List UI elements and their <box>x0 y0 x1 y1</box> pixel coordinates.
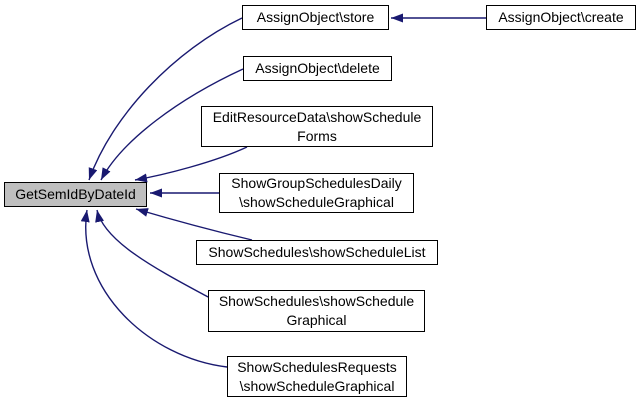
node-label: ShowSchedules\showSchedule <box>218 293 415 309</box>
node-label: GetSemIdByDateId <box>15 186 136 202</box>
edge-showschedulesrequests-to-getsemid <box>80 209 228 368</box>
node-label: ShowSchedules\showScheduleList <box>208 244 426 260</box>
node-label: AssignObject\create <box>498 9 624 25</box>
node-assignobject-store[interactable]: AssignObject\store <box>242 5 389 30</box>
edge-showschedulelist-to-getsemid <box>135 208 253 241</box>
node-showgroupschedulesdaily-showschedulegraphical[interactable]: ShowGroupSchedulesDaily \showScheduleGra… <box>219 173 414 213</box>
node-label: EditResourceData\showSchedule <box>212 108 422 125</box>
node-label: AssignObject\store <box>256 9 375 25</box>
node-showschedules-showschedulegraphical[interactable]: ShowSchedules\showSchedule Graphical <box>208 290 425 332</box>
node-label: \showScheduleGraphical <box>239 377 395 394</box>
node-label: Graphical <box>286 312 347 328</box>
node-label: ShowGroupSchedulesDaily <box>231 175 402 191</box>
node-label: Forms <box>297 127 337 144</box>
node-showschedulesrequests-showschedulegraphical[interactable]: ShowSchedulesRequests \showScheduleGraph… <box>227 356 407 397</box>
edge-showschedulegraphical-to-getsemid <box>95 209 209 298</box>
edge-store-to-getsemid <box>88 17 243 181</box>
node-assignobject-create[interactable]: AssignObject\create <box>486 5 636 30</box>
node-label: AssignObject\delete <box>255 60 380 76</box>
node-getsemidbydateid: GetSemIdByDateId <box>4 182 147 207</box>
node-label: \showScheduleGraphical <box>239 194 394 210</box>
node-showschedules-showschedulelist[interactable]: ShowSchedules\showScheduleList <box>196 240 438 265</box>
node-label: ShowSchedulesRequests <box>237 358 397 375</box>
node-assignobject-delete[interactable]: AssignObject\delete <box>243 56 392 81</box>
node-editresourcedata-showscheduleforms[interactable]: EditResourceData\showSchedule Forms <box>201 106 433 147</box>
